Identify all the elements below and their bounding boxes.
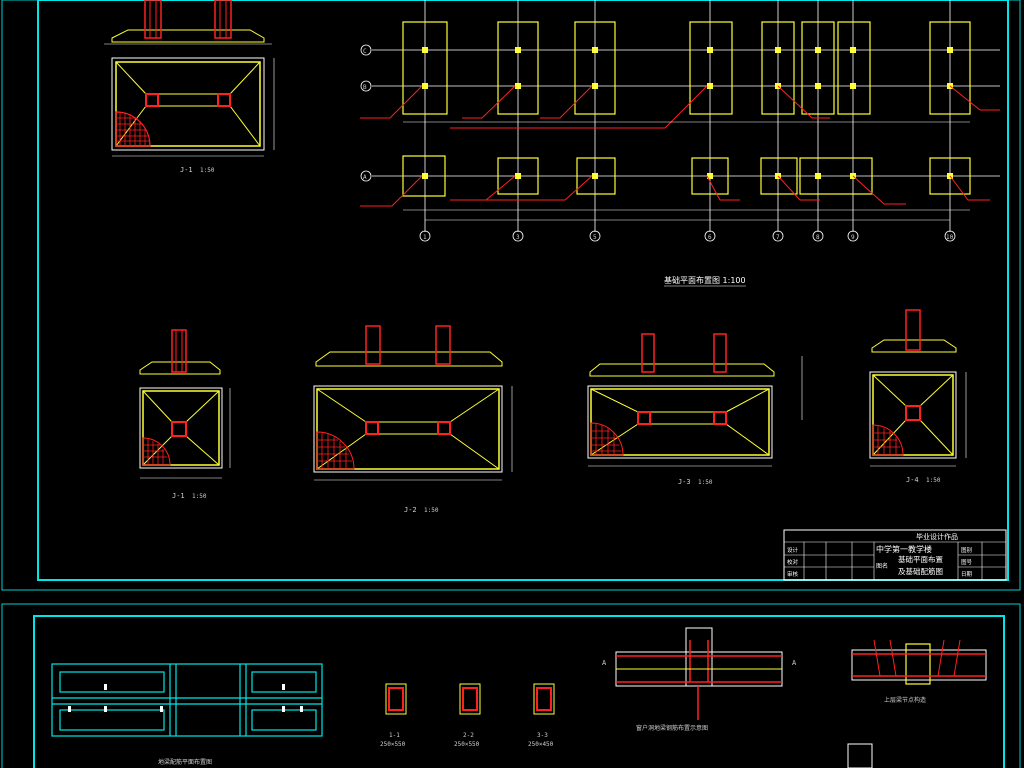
- axis-col-7: 7: [776, 234, 780, 241]
- axis-row-c: C: [363, 48, 367, 55]
- axis-col-9: 9: [851, 234, 855, 241]
- beam-section-size-1: 250×550: [380, 741, 406, 748]
- footing-detail-j1: J-1 1:50: [139, 329, 231, 500]
- section-marker-a-left: A: [602, 659, 607, 667]
- title-block-tag: 图名: [876, 562, 888, 570]
- beam-section-size-2: 250×550: [454, 741, 480, 748]
- section-label-j1-top: J-1: [180, 166, 193, 174]
- axis-col-3: 3: [516, 234, 520, 241]
- section-scale-j1: 1:50: [192, 493, 207, 500]
- tb-field-design: 设计: [787, 546, 799, 554]
- beam-section-label-2: 2-2: [463, 732, 474, 739]
- upper-beam-joint-detail: 上层梁节点构造: [847, 639, 987, 768]
- window-opening-beam-detail: A A 窗户洞地梁钢筋布置示意图: [602, 627, 797, 732]
- sheet-outer-border-top: [1, 0, 1021, 591]
- title-block-drawing-name-2: 及基础配筋图: [898, 566, 943, 576]
- section-scale-j4: 1:50: [926, 477, 941, 484]
- sheet-inner-border-bottom: [33, 615, 1005, 768]
- tb-field-type: 图别: [961, 546, 972, 554]
- axis-col-6: 6: [708, 234, 712, 241]
- axis-row-b: B: [363, 84, 367, 91]
- axis-row-a: A: [363, 174, 367, 181]
- footing-detail-j4: J-4 1:50: [869, 309, 967, 484]
- tb-field-date: 日期: [961, 571, 973, 578]
- footing-detail-j3: J-3 1:50: [587, 333, 803, 486]
- foundation-plan: C B A 1 3 5 6 7 8 9 10 基础平面布置图 1:100: [360, 0, 1000, 287]
- beam-section-size-3: 250×450: [528, 741, 554, 748]
- sheet-outer-border-bottom: [1, 603, 1021, 768]
- section-label-j4: J-4: [906, 476, 919, 484]
- axis-col-5: 5: [593, 234, 597, 241]
- tb-field-number: 图号: [961, 558, 973, 566]
- footing-detail-top-left: J-1 1:50: [104, 0, 275, 174]
- plan-title: 基础平面布置图 1:100: [664, 275, 746, 285]
- caption-upper-beam: 上层梁节点构造: [884, 696, 926, 704]
- title-block-header: 毕业设计作品: [916, 532, 958, 541]
- title-block-school: 中学第一教学楼: [876, 544, 932, 554]
- section-label-j1: J-1: [172, 492, 185, 500]
- axis-col-8: 8: [816, 234, 820, 241]
- tb-field-review: 审核: [787, 570, 799, 578]
- beam-cross-sections: 1-1 2-2 3-3 250×550 250×550 250×450: [380, 683, 555, 748]
- section-label-j3: J-3: [678, 478, 691, 486]
- axis-col-1: 1: [423, 234, 427, 241]
- section-scale-j2: 1:50: [424, 507, 439, 514]
- beam-section-label-1: 1-1: [389, 732, 400, 739]
- title-block-drawing-name-1: 基础平面布置: [898, 554, 943, 564]
- footing-detail-j2: J-2 1:50: [313, 325, 513, 514]
- title-block: 毕业设计作品 中学第一教学楼 基础平面布置 及基础配筋图 图名 设计 校对 审核…: [783, 529, 1007, 581]
- section-scale-j3: 1:50: [698, 479, 713, 486]
- caption-ground-beam-plan: 地梁配筋平面布置图: [158, 758, 212, 766]
- section-marker-a-right: A: [792, 659, 797, 667]
- caption-window-beam: 窗户洞地梁钢筋布置示意图: [636, 724, 708, 732]
- sheet-inner-border-top: [37, 0, 1009, 581]
- section-scale-top: 1:50: [200, 167, 215, 174]
- tb-field-check: 校对: [787, 558, 799, 566]
- beam-section-label-3: 3-3: [537, 732, 548, 739]
- axis-col-10: 10: [946, 234, 954, 241]
- ground-beam-plan: 地梁配筋平面布置图: [51, 663, 323, 766]
- section-label-j2: J-2: [404, 506, 417, 514]
